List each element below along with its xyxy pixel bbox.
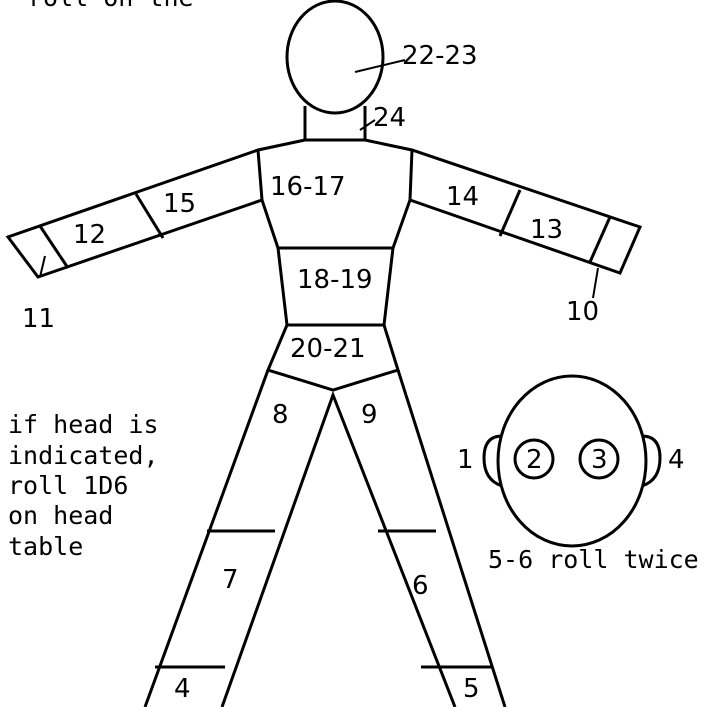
left-hand-label: 10 (566, 297, 599, 327)
note-line-5: table (8, 532, 83, 561)
chest-right-side (410, 150, 412, 200)
note-line-2: indicated, (8, 441, 159, 470)
right-ear-number: 4 (668, 445, 685, 475)
right-hand-label: 11 (22, 304, 55, 334)
left-hand-leader-line (593, 268, 598, 298)
right-forearm-label: 12 (73, 220, 106, 250)
chest-label: 16-17 (270, 172, 346, 202)
right-upper-arm-label: 15 (163, 189, 196, 219)
right-upper-forearm-divider (136, 194, 163, 238)
note-line-3: roll 1D6 (8, 471, 128, 500)
left-hand-divider (590, 217, 610, 262)
right-leg-outline (145, 370, 268, 707)
header-fragment-text: roll on the (28, 0, 194, 12)
head-table-face (498, 376, 646, 546)
left-upper-arm-label: 14 (446, 182, 479, 212)
right-thigh-label: 8 (272, 400, 289, 430)
right-foot-label: 4 (174, 674, 191, 704)
left-forearm-label: 13 (530, 215, 563, 245)
neck-region (305, 106, 365, 140)
head-table-diagram: 1 2 3 4 5-6 roll twice (457, 376, 699, 574)
left-ear-number: 1 (457, 445, 474, 475)
left-foot-label: 5 (463, 674, 480, 704)
left-eye-number: 2 (526, 445, 543, 475)
right-eye-number: 3 (591, 445, 608, 475)
stomach-label: 18-19 (297, 265, 373, 295)
left-leg-outline (398, 370, 505, 707)
left-upper-forearm-divider (500, 190, 520, 236)
neck-label: 24 (373, 103, 406, 133)
head-label: 22-23 (402, 41, 478, 71)
head-note: if head is indicated, roll 1D6 on head t… (8, 410, 159, 561)
left-thigh-label: 9 (361, 400, 378, 430)
note-line-1: if head is (8, 410, 159, 439)
left-shin-label: 6 (412, 571, 429, 601)
right-shin-label: 7 (222, 565, 239, 595)
note-line-4: on head (8, 501, 113, 530)
head-leader-line (355, 60, 405, 72)
chest-left-side (258, 150, 262, 200)
head-table-caption: 5-6 roll twice (488, 545, 699, 574)
pelvis-label: 20-21 (290, 334, 366, 364)
head-region (287, 1, 383, 113)
